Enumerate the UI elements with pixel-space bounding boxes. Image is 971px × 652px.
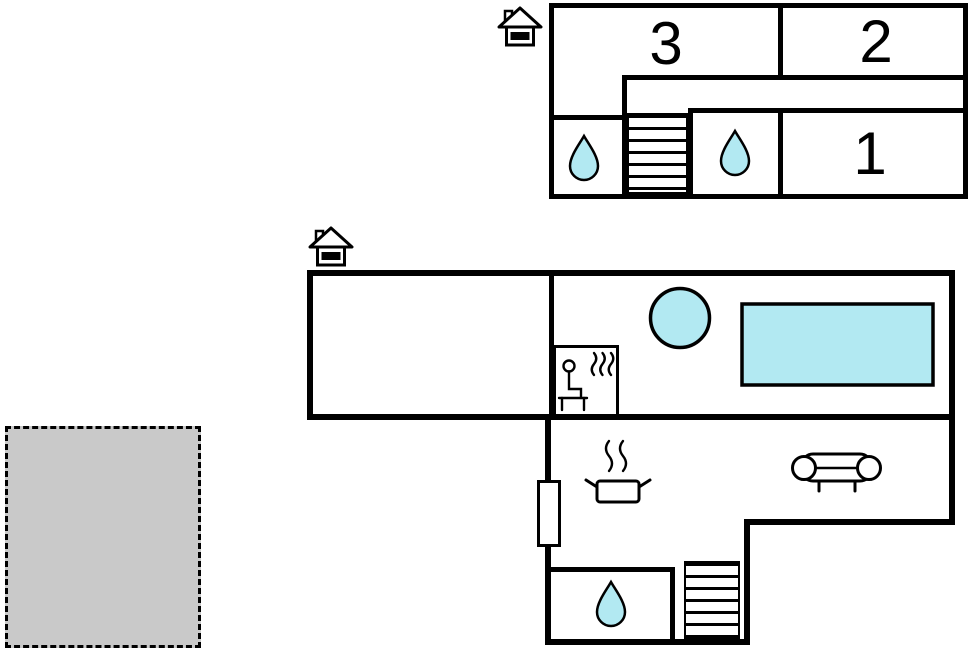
room-3-label: 3 <box>649 10 683 77</box>
wall <box>622 75 627 194</box>
pool-rect <box>740 302 935 387</box>
wall <box>778 108 783 194</box>
staircase-icon <box>684 561 740 639</box>
wall <box>622 75 963 80</box>
sauna-icon <box>557 351 615 412</box>
water-drop-icon <box>595 579 627 628</box>
room-1-label: 1 <box>853 120 887 187</box>
wall <box>688 108 963 113</box>
house-icon <box>308 226 354 267</box>
hot-tub-circle <box>648 286 712 350</box>
wall <box>778 8 783 80</box>
wall <box>554 115 622 120</box>
room-2-label: 2 <box>859 8 893 75</box>
door <box>537 480 561 547</box>
stove-icon <box>584 439 652 504</box>
water-drop-icon <box>568 133 600 182</box>
sofa-icon <box>791 452 882 493</box>
wall <box>670 567 675 642</box>
wall <box>545 567 675 572</box>
wall <box>688 108 693 194</box>
water-drop-icon <box>719 128 751 177</box>
upper-floor-outline <box>549 3 968 199</box>
wall <box>549 276 554 417</box>
wall <box>545 414 952 420</box>
staircase-icon <box>627 113 688 194</box>
sauna-room <box>553 345 619 417</box>
terrace-area <box>5 426 201 648</box>
house-icon <box>497 6 543 47</box>
